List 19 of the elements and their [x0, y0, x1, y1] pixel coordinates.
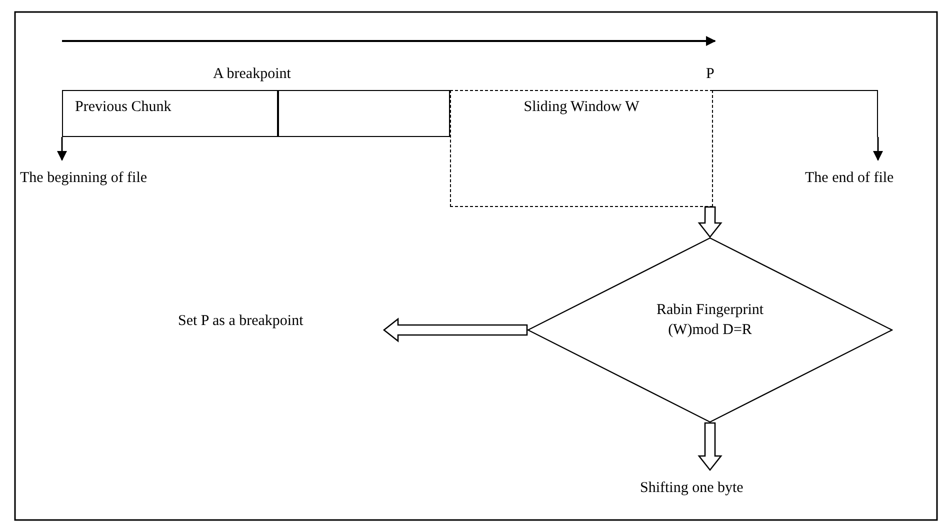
diamond-label: (W)mod D=R	[668, 322, 752, 339]
hollow-arrow	[382, 318, 528, 342]
arrow	[873, 137, 883, 161]
hollow-arrow	[698, 422, 722, 472]
caption-text: The beginning of file	[20, 170, 148, 187]
arrow	[57, 137, 67, 161]
caption-text: Shifting one byte	[640, 480, 744, 497]
pointer-label: P	[706, 66, 714, 83]
chunk-box	[62, 90, 278, 137]
sliding-window-box	[450, 90, 713, 207]
file-segment	[713, 90, 878, 137]
box-label: Sliding Window W	[524, 99, 640, 116]
annotation-text: A breakpoint	[213, 66, 291, 83]
caption-text: The end of file	[805, 170, 894, 187]
caption-text: Set P as a breakpoint	[178, 313, 304, 330]
diamond-label: Rabin Fingerprint	[656, 302, 764, 319]
file-segment	[278, 90, 450, 137]
box-label: Previous Chunk	[75, 99, 172, 116]
hollow-arrow	[698, 206, 722, 238]
